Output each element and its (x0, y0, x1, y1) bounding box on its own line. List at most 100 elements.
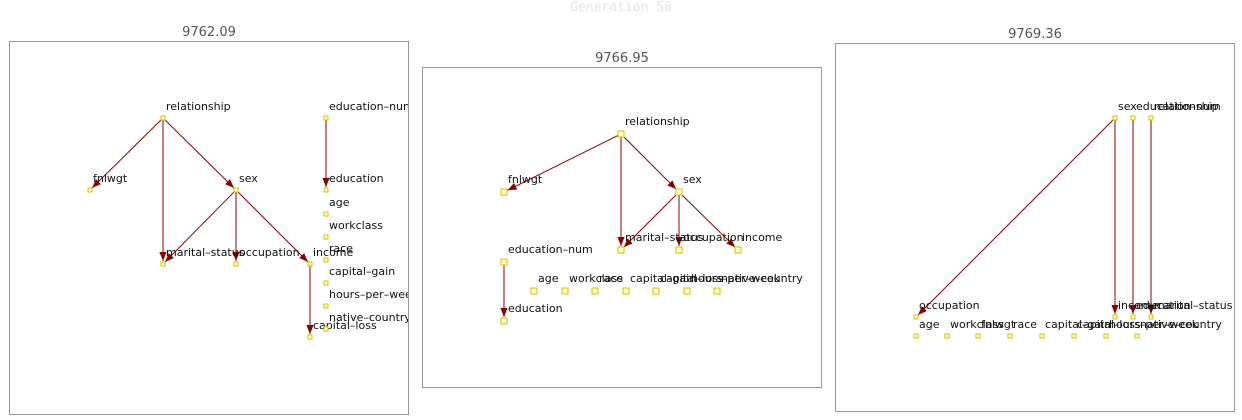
node-label-capital-loss: capital–loss (313, 319, 377, 332)
edge-relationship-to-sex (622, 135, 677, 190)
node-workclass (561, 287, 569, 295)
node-label-fnlwgt: fnlwgt (981, 318, 1016, 331)
node-workclass (944, 333, 950, 339)
node-occupation (233, 261, 239, 267)
node-label-relationship: relationship (166, 100, 231, 113)
node-label-sex: sex (239, 172, 258, 185)
node-native-country (1134, 333, 1140, 339)
node-label-fnlwgt: fnlwgt (93, 172, 128, 185)
panel-3-score: 9769.36 (1008, 27, 1062, 42)
node-age (913, 333, 919, 339)
node-education (500, 317, 508, 325)
node-label-income: income (742, 231, 783, 244)
node-relationship (160, 115, 166, 121)
node-label-workclass: workclass (569, 272, 623, 285)
node-label-income: income (1118, 299, 1159, 312)
edge-sex-to-marital-status (623, 193, 678, 248)
node-race (1007, 333, 1013, 339)
node-label-capital-loss: capital–loss (1077, 318, 1141, 331)
node-label-capital-gain: capital–gain (329, 265, 395, 278)
node-age (530, 287, 538, 295)
node-label-marital-status: marital–status (166, 246, 245, 259)
node-capital-gain (323, 280, 329, 286)
generation-title: Generation 56 (570, 0, 672, 15)
node-occupation (913, 314, 919, 320)
node-relationship (617, 130, 625, 138)
node-label-native-country: native–country (721, 272, 803, 285)
node-label-education-num: education–num (1136, 100, 1221, 113)
edge-relationship-to-sex (164, 119, 235, 189)
node-label-sex: sex (1118, 100, 1137, 113)
panel-1-score: 9762.09 (182, 25, 236, 40)
node-capital-loss (307, 334, 313, 340)
node-age (323, 211, 329, 217)
node-education (323, 187, 329, 193)
node-label-capital-gain: capital–gain (630, 272, 696, 285)
edge-relationship-to-fnlwgt (507, 134, 619, 191)
node-fnlwgt (975, 333, 981, 339)
node-label-relationship: relationship (625, 115, 690, 128)
node-native-country (323, 326, 329, 332)
node-label-occupation: occupation (683, 231, 744, 244)
node-race (323, 257, 329, 263)
node-label-age: age (329, 196, 350, 209)
node-label-education: education (329, 172, 384, 185)
node-hours-per-week (1103, 333, 1109, 339)
node-label-education-num: education–num (329, 100, 408, 113)
node-label-capital-gain: capital–gain (1045, 318, 1111, 331)
node-capital-loss (652, 287, 660, 295)
node-label-native-country: native–country (1140, 318, 1222, 331)
node-label-marital-status: marital–status (1154, 299, 1233, 312)
node-label-fnlwgt: fnlwgt (508, 173, 543, 186)
node-workclass (323, 234, 329, 240)
node-income (734, 246, 742, 254)
node-label-education: education (1136, 299, 1191, 312)
node-education-num (323, 115, 329, 121)
node-fnlwgt (87, 187, 93, 193)
node-education (1130, 314, 1136, 320)
node-marital-status (1148, 314, 1154, 320)
edge-sex-to-occupation (917, 119, 1114, 316)
node-native-country (713, 287, 721, 295)
node-label-native-country: native–country (329, 311, 408, 324)
node-marital-status (617, 246, 625, 254)
node-label-education: education (508, 302, 563, 315)
graph-1-canvas: relationship fnlwgt sex marital–statusoccup… (87, 100, 408, 340)
edge-sex-to-marital-status (164, 191, 235, 263)
node-label-age: age (538, 272, 559, 285)
node-marital-status (160, 261, 166, 267)
node-label-occupation: occupation (919, 299, 980, 312)
node-label-marital-status: marital–status (625, 231, 704, 244)
node-label-occupation: occupation (239, 246, 300, 259)
node-income (1112, 314, 1118, 320)
node-income (307, 261, 313, 267)
node-occupation (675, 246, 683, 254)
node-label-education-num: education–num (508, 243, 593, 256)
node-label-age: age (919, 318, 940, 331)
node-capital-gain (622, 287, 630, 295)
node-education-num (500, 258, 508, 266)
node-capital-gain (1039, 333, 1045, 339)
node-race (591, 287, 599, 295)
node-label-race: race (329, 242, 353, 255)
node-label-capital-loss: capital–loss (660, 272, 724, 285)
node-label-workclass: workclass (329, 219, 383, 232)
edge-sex-to-income (237, 191, 309, 263)
node-relationship (1148, 115, 1154, 121)
node-label-workclass: workclass (950, 318, 1004, 331)
node-sex (233, 187, 239, 193)
node-hours-per-week (323, 303, 329, 309)
node-sex (1112, 115, 1118, 121)
node-education-num (1130, 115, 1136, 121)
node-label-sex: sex (683, 173, 702, 186)
edge-relationship-to-fnlwgt (91, 119, 162, 189)
panel-2-score: 9766.95 (595, 51, 649, 66)
node-capital-loss (1071, 333, 1077, 339)
node-label-hours-per-week: hours–per–week (691, 272, 781, 285)
node-fnlwgt (500, 188, 508, 196)
node-label-hours-per-week: hours–per–week (329, 288, 408, 301)
